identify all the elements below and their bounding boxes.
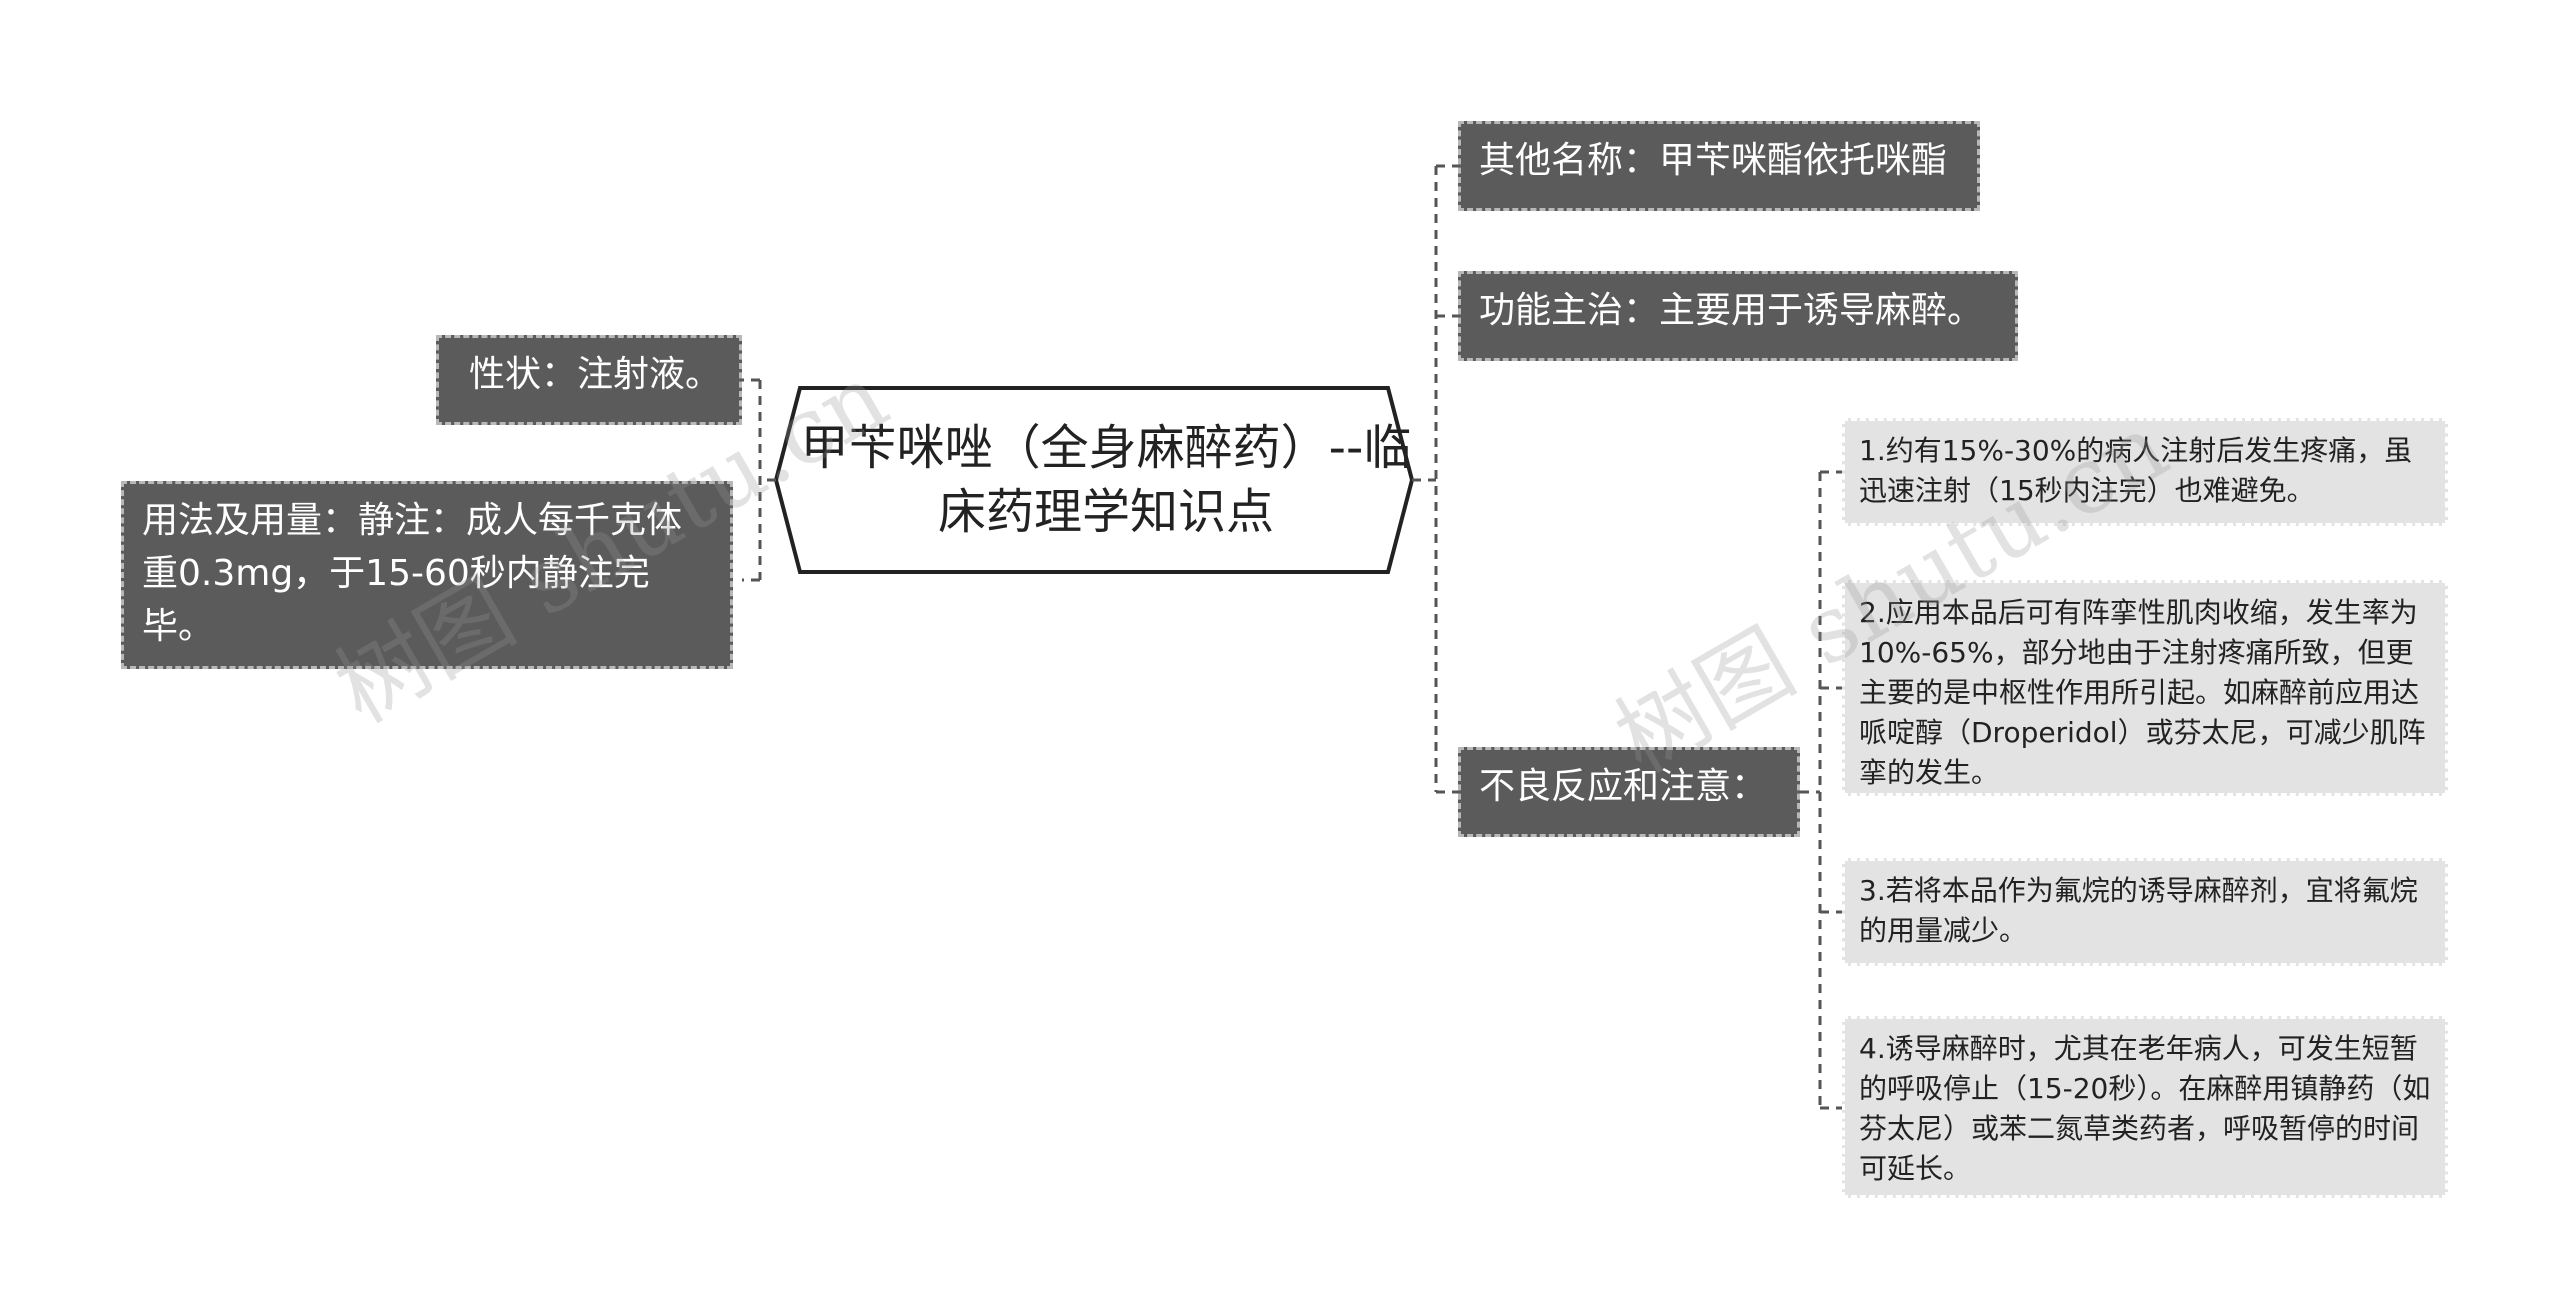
- node-gongneng[interactable]: 功能主治：主要用于诱导麻醉。: [1458, 271, 2018, 361]
- center-title[interactable]: 甲苄咪唑（全身麻醉药）--临床药理学知识点: [800, 420, 1412, 540]
- adverse-item-1[interactable]: 1.约有15%-30%的病人注射后发生疼痛，虽迅速注射（15秒内注完）也难避免。: [1842, 418, 2448, 526]
- adverse-item-2[interactable]: 2.应用本品后可有阵挛性肌肉收缩，发生率为10%-65%，部分地由于注射疼痛所致…: [1842, 580, 2448, 796]
- node-buliang[interactable]: 不良反应和注意：: [1458, 747, 1800, 837]
- node-xingzhuang[interactable]: 性状：注射液。: [436, 335, 742, 425]
- node-qita[interactable]: 其他名称：甲苄咪酯依托咪酯: [1458, 121, 1980, 211]
- adverse-item-3[interactable]: 3.若将本品作为氟烷的诱导麻醉剂，宜将氟烷的用量减少。: [1842, 858, 2448, 966]
- adverse-item-4[interactable]: 4.诱导麻醉时，尤其在老年病人，可发生短暂的呼吸停止（15-20秒）。在麻醉用镇…: [1842, 1016, 2448, 1198]
- node-yongfa[interactable]: 用法及用量：静注：成人每千克体重0.3mg，于15-60秒内静注完毕。: [121, 481, 733, 669]
